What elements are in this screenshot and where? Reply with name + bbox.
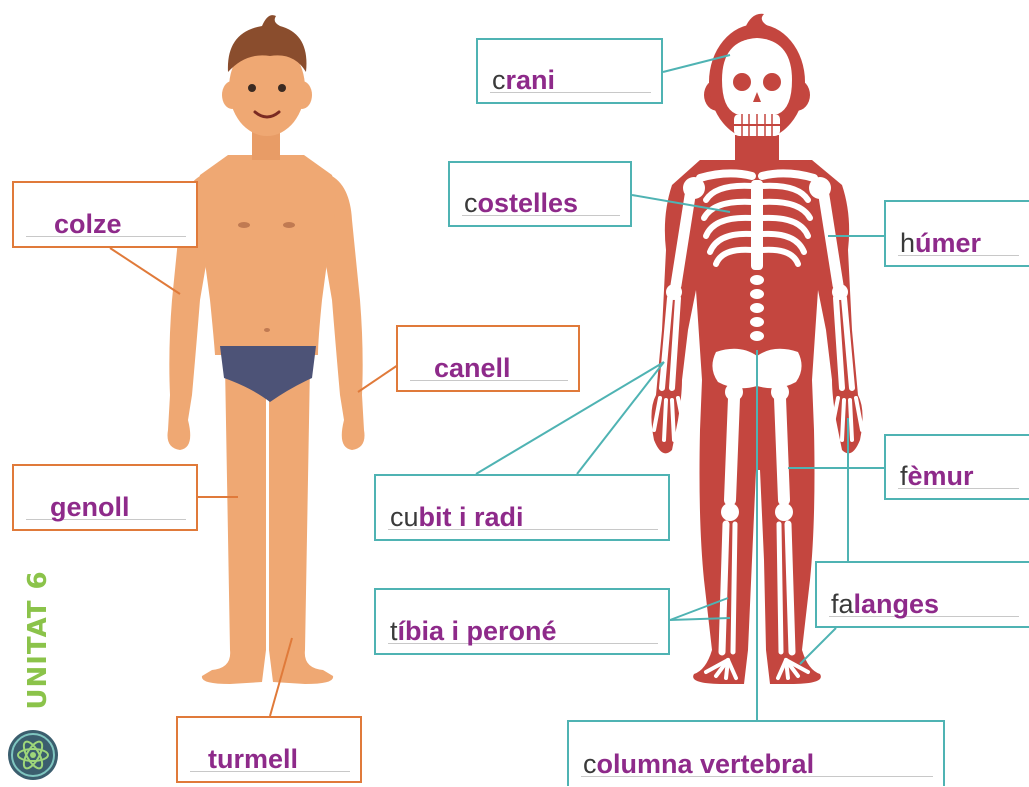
unit-label-text: UNITAT 6 xyxy=(23,570,53,709)
given-letters: f xyxy=(900,461,908,491)
answer-letters: úmer xyxy=(915,228,981,258)
label-text-humer: húmer xyxy=(900,230,1019,257)
label-box-femur: fèmur xyxy=(884,434,1029,500)
given-letters: h xyxy=(900,228,915,258)
label-text-costelles: costelles xyxy=(464,190,620,217)
answer-letters: íbia i peroné xyxy=(398,616,557,646)
answer-letters: genoll xyxy=(50,492,130,522)
label-text-falanges: falanges xyxy=(831,591,1019,618)
label-text-femur: fèmur xyxy=(900,463,1019,490)
answer-letters: èmur xyxy=(908,461,974,491)
given-letters: cu xyxy=(390,502,419,532)
unit-label: UNITAT 6 xyxy=(18,565,58,715)
label-text-crani: crani xyxy=(492,67,651,94)
label-text-colze: colze xyxy=(54,211,186,238)
label-box-cubit-i-radi: cubit i radi xyxy=(374,474,670,541)
label-box-colze: colze xyxy=(12,181,198,248)
answer-letters: rani xyxy=(506,65,556,95)
given-letters: fa xyxy=(831,589,854,619)
answer-letters: canell xyxy=(434,353,511,383)
label-box-columna-vertebral: columna vertebral xyxy=(567,720,945,786)
label-text-columna-vertebral: columna vertebral xyxy=(583,751,933,778)
label-text-canell: canell xyxy=(434,355,568,382)
answer-letters: ostelles xyxy=(478,188,579,218)
label-box-genoll: genoll xyxy=(12,464,198,531)
label-box-falanges: falanges xyxy=(815,561,1029,628)
label-text-tibia-i-perone: tíbia i peroné xyxy=(390,618,658,645)
given-letters: c xyxy=(583,749,597,779)
answer-letters: bit i radi xyxy=(419,502,524,532)
label-text-turmell: turmell xyxy=(208,746,350,773)
boy-figure xyxy=(168,15,365,684)
answer-letters: colze xyxy=(54,209,122,239)
given-letters: t xyxy=(390,616,398,646)
answer-letters: turmell xyxy=(208,744,298,774)
label-box-humer: húmer xyxy=(884,200,1029,267)
label-text-genoll: genoll xyxy=(50,494,186,521)
label-text-cubit-i-radi: cubit i radi xyxy=(390,504,658,531)
label-box-turmell: turmell xyxy=(176,716,362,783)
given-letters: c xyxy=(464,188,478,218)
label-box-costelles: costelles xyxy=(448,161,632,227)
given-letters: c xyxy=(492,65,506,95)
label-box-tibia-i-perone: tíbia i peroné xyxy=(374,588,670,655)
answer-letters: olumna vertebral xyxy=(597,749,815,779)
label-box-canell: canell xyxy=(396,325,580,392)
atom-badge-icon xyxy=(6,728,60,782)
label-box-crani: crani xyxy=(476,38,663,104)
answer-letters: langes xyxy=(854,589,940,619)
